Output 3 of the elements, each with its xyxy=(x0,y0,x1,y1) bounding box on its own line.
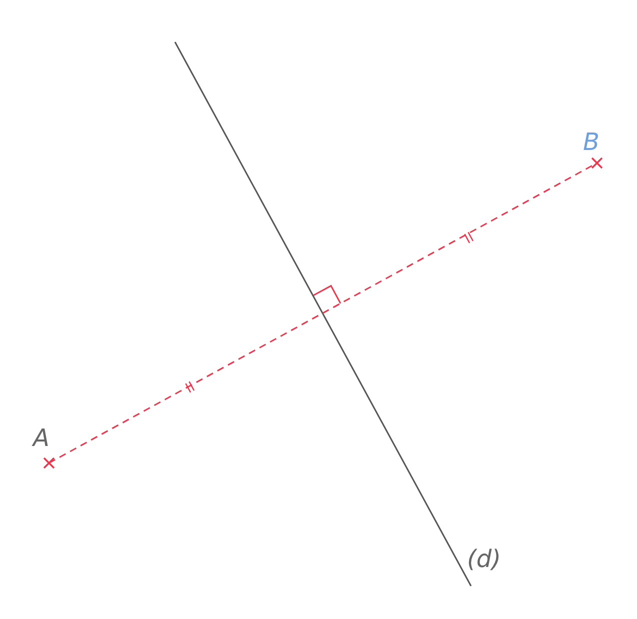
point-label: B xyxy=(583,129,600,155)
point-label: A xyxy=(33,425,50,451)
line-label: (d) xyxy=(467,546,501,572)
